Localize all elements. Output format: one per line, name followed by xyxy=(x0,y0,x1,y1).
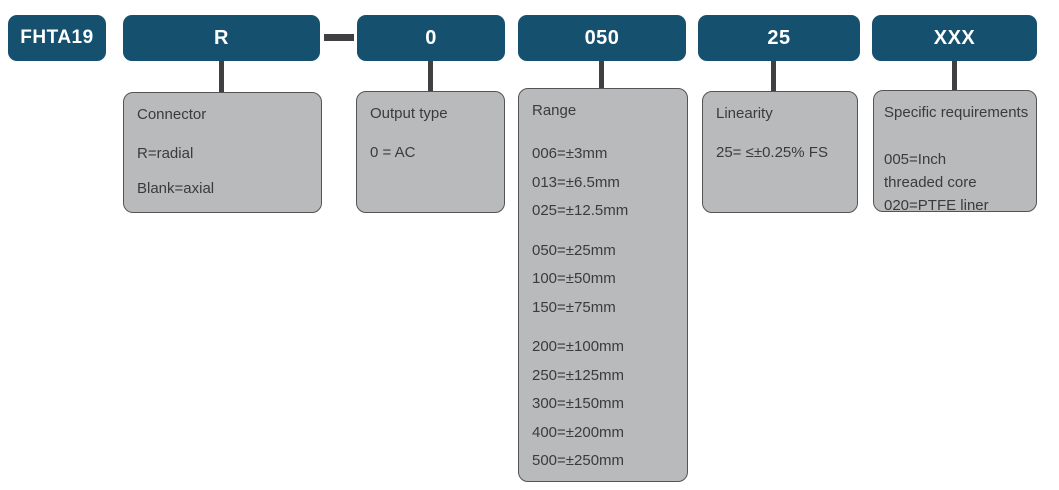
code-box-range: 050 xyxy=(518,15,686,61)
connector-line-linearity xyxy=(771,61,776,92)
specific-requirements-option: threaded core xyxy=(884,174,977,191)
range-option: 400=±200mm xyxy=(532,423,625,441)
model-code-label: FHTA19 xyxy=(20,27,94,48)
specific-requirements-option: 005=Inch xyxy=(884,151,947,168)
desc-box-output-type: Output type 0 = AC xyxy=(356,91,505,213)
connector-line-connector xyxy=(219,61,224,92)
range-option: 025=±12.5mm xyxy=(532,202,629,219)
connector-line-range xyxy=(599,61,604,92)
range-title: Range xyxy=(532,102,577,119)
range-option-group: 050=±25mm 100=±50mm 150=±75mm xyxy=(532,237,679,323)
connector-code-label: R xyxy=(214,26,229,49)
connector-title: Connector xyxy=(137,106,207,123)
desc-box-specific-requirements: Specific requirements 005=Inch threaded … xyxy=(873,90,1037,212)
code-box-output-type: 0 xyxy=(357,15,505,61)
range-option: 300=±150mm xyxy=(532,395,625,412)
output-type-title: Output type xyxy=(370,105,448,122)
output-type-option: 0 = AC xyxy=(370,144,416,161)
code-box-linearity: 25 xyxy=(698,15,860,61)
range-option: 006=±3mm xyxy=(532,145,608,162)
connector-option: Blank=axial xyxy=(137,180,215,197)
range-code-label: 050 xyxy=(584,26,620,49)
output-type-code-label: 0 xyxy=(425,26,437,49)
desc-box-linearity: Linearity 25= ≤±0.25% FS xyxy=(702,91,858,213)
range-option-group: 200=±100mm 250=±125mm 300=±150mm 400=±20… xyxy=(532,333,679,476)
range-option: 150=±75mm xyxy=(532,298,616,316)
specific-requirements-option: 020=PTFE liner xyxy=(884,197,989,212)
desc-box-range: Range 006=±3mm 013=±6.5mm 025=±12.5mm 05… xyxy=(518,88,688,482)
range-option: 013=±6.5mm xyxy=(532,173,620,191)
connector-option: R=radial xyxy=(137,145,194,162)
model-code-box: FHTA19 xyxy=(8,15,106,61)
linearity-option: 25= ≤±0.25% FS xyxy=(716,144,828,161)
range-option: 200=±100mm xyxy=(532,338,625,355)
specific-requirements-title: Specific requirements xyxy=(884,104,1029,121)
connector-line-specific-requirements xyxy=(952,61,957,92)
desc-box-connector: Connector R=radial Blank=axial xyxy=(123,92,322,213)
range-option: 500=±250mm xyxy=(532,452,625,469)
code-box-specific-requirements: XXX xyxy=(872,15,1037,61)
range-option: 100=±50mm xyxy=(532,270,616,287)
connector-line-output-type xyxy=(428,61,433,92)
linearity-title: Linearity xyxy=(716,105,773,122)
range-option-group: 006=±3mm 013=±6.5mm 025=±12.5mm xyxy=(532,140,679,226)
linearity-code-label: 25 xyxy=(767,26,791,49)
range-option: 250=±125mm xyxy=(532,366,625,384)
specific-requirements-code-label: XXX xyxy=(933,26,976,49)
code-box-connector: R xyxy=(123,15,320,61)
dash-separator xyxy=(324,34,354,41)
range-option: 050=±25mm xyxy=(532,241,616,259)
